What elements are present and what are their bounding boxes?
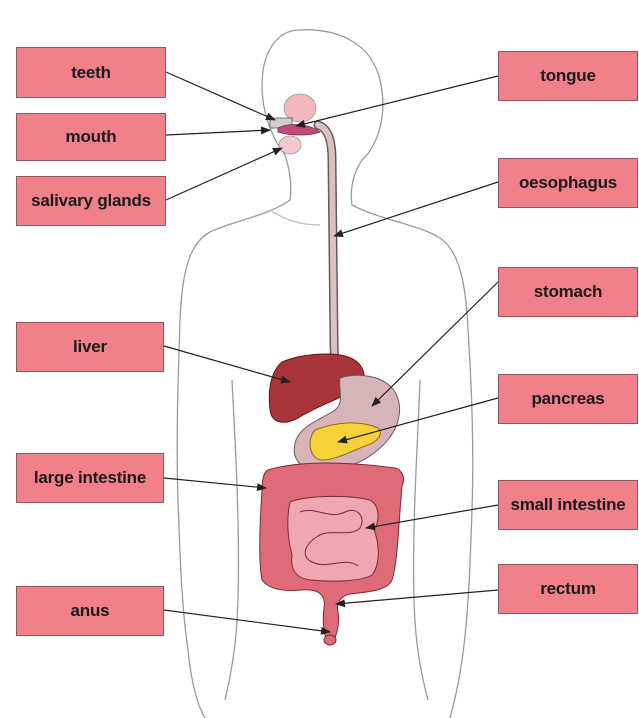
label-tongue: tongue [498, 51, 638, 101]
large-intestine-leader [164, 478, 266, 488]
label-pancreas: pancreas [498, 374, 638, 424]
tongue-leader [296, 76, 498, 126]
label-mouth: mouth [16, 113, 166, 161]
liver-leader [164, 346, 290, 382]
anus-shape [324, 635, 336, 645]
label-anus: anus [16, 586, 164, 636]
label-small-intestine: small intestine [498, 480, 638, 530]
label-liver: liver [16, 322, 164, 372]
label-salivary-glands: salivary glands [16, 176, 166, 226]
teeth-leader [166, 72, 275, 120]
label-large-intestine: large intestine [16, 453, 164, 503]
salivary-gland-shape [279, 136, 301, 154]
salivary-leader [166, 148, 282, 200]
mouth-leader [166, 130, 270, 135]
label-stomach: stomach [498, 267, 638, 317]
anus-leader [164, 610, 330, 632]
label-oesophagus: oesophagus [498, 158, 638, 208]
label-rectum: rectum [498, 564, 638, 614]
stomach-leader [372, 282, 498, 406]
label-teeth: teeth [16, 47, 166, 98]
small-intestine-shape [288, 496, 378, 581]
